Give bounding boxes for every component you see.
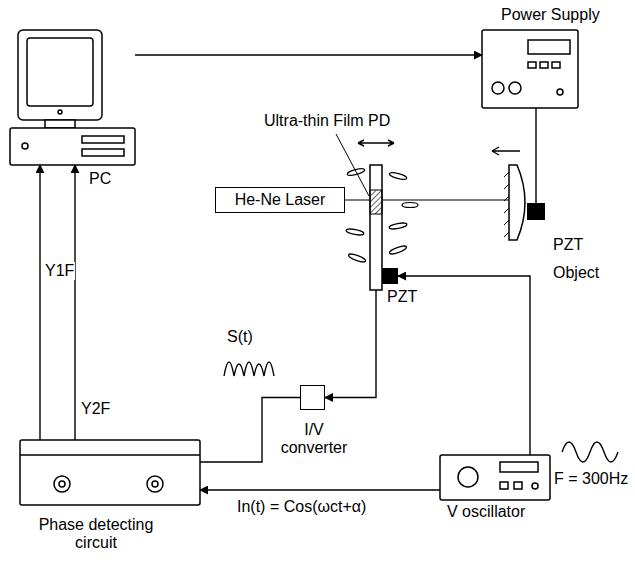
fringe bbox=[389, 171, 408, 180]
signal-wire bbox=[135, 54, 482, 55]
signal-label: Y1F bbox=[44, 262, 75, 280]
phase-circuit-box: Phase detecting circuit bbox=[20, 440, 200, 505]
input-jack bbox=[59, 481, 65, 487]
signal-wire bbox=[535, 108, 536, 203]
supply-knob bbox=[492, 82, 504, 94]
pzt-block: PZT bbox=[382, 268, 398, 284]
supply-case bbox=[482, 30, 578, 108]
node-label: PZT bbox=[386, 288, 418, 306]
fringe bbox=[348, 253, 367, 264]
oscillator-case bbox=[440, 455, 550, 500]
fringe bbox=[346, 228, 365, 236]
input-jack bbox=[152, 481, 158, 487]
mirror-hatching bbox=[504, 172, 509, 237]
supply-display bbox=[528, 40, 570, 54]
fringe bbox=[389, 245, 408, 256]
fringe bbox=[389, 222, 408, 230]
fringe bbox=[402, 203, 418, 208]
oscillator-button bbox=[500, 482, 508, 489]
power-supply-box: Power Supply bbox=[482, 30, 578, 108]
node-label: Power Supply bbox=[500, 6, 601, 24]
signal-wire bbox=[74, 165, 75, 440]
oscillator-jack bbox=[532, 483, 538, 489]
node-label: Ultra-thin Film PD bbox=[263, 112, 391, 130]
pc-icon bbox=[10, 30, 135, 165]
signal-label: S(t) bbox=[226, 328, 254, 346]
phase-circuit-icon bbox=[20, 440, 200, 505]
drive-slot bbox=[82, 136, 124, 143]
pd-active-area bbox=[370, 190, 382, 214]
supply-jack bbox=[557, 89, 563, 95]
input-jack bbox=[54, 476, 70, 492]
motion-double-arrow bbox=[358, 140, 394, 146]
supply-button bbox=[552, 62, 560, 68]
node-label: PC bbox=[88, 170, 112, 188]
laser-box: He-Ne Laser bbox=[215, 187, 345, 213]
annotation-label: F = 300Hz bbox=[553, 470, 629, 488]
circuit-case bbox=[20, 440, 200, 505]
monitor-case bbox=[18, 30, 102, 120]
pd-film-plate bbox=[370, 165, 382, 290]
annotation-label: Object bbox=[552, 264, 600, 282]
input-jack bbox=[147, 476, 163, 492]
signal-waveform bbox=[224, 362, 274, 376]
node-label: Phase detecting circuit bbox=[20, 516, 172, 552]
monitor-screen bbox=[27, 38, 93, 106]
power-button bbox=[22, 143, 28, 149]
oscillator-knob bbox=[458, 467, 478, 487]
oscillator-display bbox=[500, 462, 538, 472]
signal-label: In(t) = Cos(ωct+α) bbox=[236, 498, 367, 516]
power-button bbox=[58, 110, 62, 114]
pd-plate: Ultra-thin Film PD bbox=[370, 165, 382, 290]
node-label: He-Ne Laser bbox=[235, 191, 326, 209]
motion-arrow bbox=[492, 147, 520, 155]
oscillator-icon bbox=[440, 455, 550, 500]
monitor-stand bbox=[45, 120, 75, 128]
supply-button bbox=[528, 62, 536, 68]
power-supply-icon bbox=[482, 30, 578, 108]
node-label: I/V converter bbox=[271, 421, 357, 457]
node-label: V oscillator bbox=[446, 503, 526, 521]
pzt-block: PZT bbox=[527, 203, 545, 220]
converter-box: I/V converter bbox=[300, 385, 325, 410]
supply-knob bbox=[509, 82, 521, 94]
drive-slot bbox=[82, 149, 124, 156]
oscillator-waveform bbox=[562, 442, 618, 462]
object-mirror bbox=[509, 165, 525, 240]
oscillator-button bbox=[514, 482, 522, 489]
pc-base bbox=[10, 128, 135, 165]
signal-label: Y2F bbox=[80, 400, 111, 418]
signal-wire bbox=[39, 165, 40, 440]
signal-wire bbox=[200, 489, 440, 490]
oscillator-box: V oscillator bbox=[440, 455, 550, 500]
signal-wire bbox=[325, 290, 376, 398]
pc-box: PC bbox=[10, 30, 135, 165]
supply-button bbox=[540, 62, 548, 68]
node-label: PZT bbox=[552, 236, 584, 254]
circuit-panel-line bbox=[20, 454, 200, 456]
